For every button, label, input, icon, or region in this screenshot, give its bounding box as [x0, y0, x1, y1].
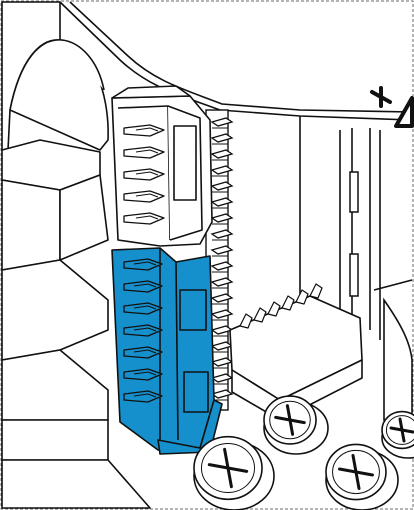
header-pin	[210, 293, 234, 305]
mounting-plate	[59, 1, 413, 340]
component-pin	[253, 307, 267, 323]
header-pin	[210, 309, 234, 321]
component-pin	[281, 295, 295, 311]
header-pin	[210, 133, 234, 145]
screws	[193, 395, 414, 510]
phillips-screw-icon	[263, 395, 329, 455]
header-pin	[210, 149, 234, 161]
header-pin	[210, 229, 234, 241]
component-pin	[267, 301, 281, 317]
connector-pin	[123, 368, 163, 381]
header-pin	[210, 181, 234, 193]
connector-pin	[123, 346, 163, 359]
connector-pin	[123, 124, 165, 137]
connector-pin	[123, 258, 163, 271]
component-block	[229, 283, 363, 421]
connector-pin	[123, 390, 163, 403]
connector-blue	[111, 247, 223, 455]
header-pin	[210, 117, 234, 129]
phillips-screw-icon	[193, 435, 275, 510]
connector-pin	[123, 280, 163, 293]
connector-white	[111, 85, 213, 247]
header-pin	[210, 165, 234, 177]
phillips-screw-icon	[381, 410, 414, 459]
header-pin	[210, 213, 234, 225]
component-pin	[309, 283, 323, 299]
connector-pin	[123, 146, 165, 159]
connector-pin	[123, 212, 165, 225]
component-pin	[239, 313, 253, 329]
header-pin	[210, 245, 234, 257]
header-pin	[210, 197, 234, 209]
panel-slots	[349, 171, 359, 297]
connector-pin	[123, 190, 165, 203]
right-device	[373, 279, 413, 421]
arrow-icon	[370, 86, 414, 128]
connector-pin	[123, 168, 165, 181]
header-pin	[210, 277, 234, 289]
phillips-screw-icon	[325, 443, 399, 510]
left-housing	[1, 1, 151, 509]
connector-pin	[123, 324, 163, 337]
connector-pin	[123, 302, 163, 315]
component-pin	[295, 289, 309, 305]
header-pin	[210, 261, 234, 273]
